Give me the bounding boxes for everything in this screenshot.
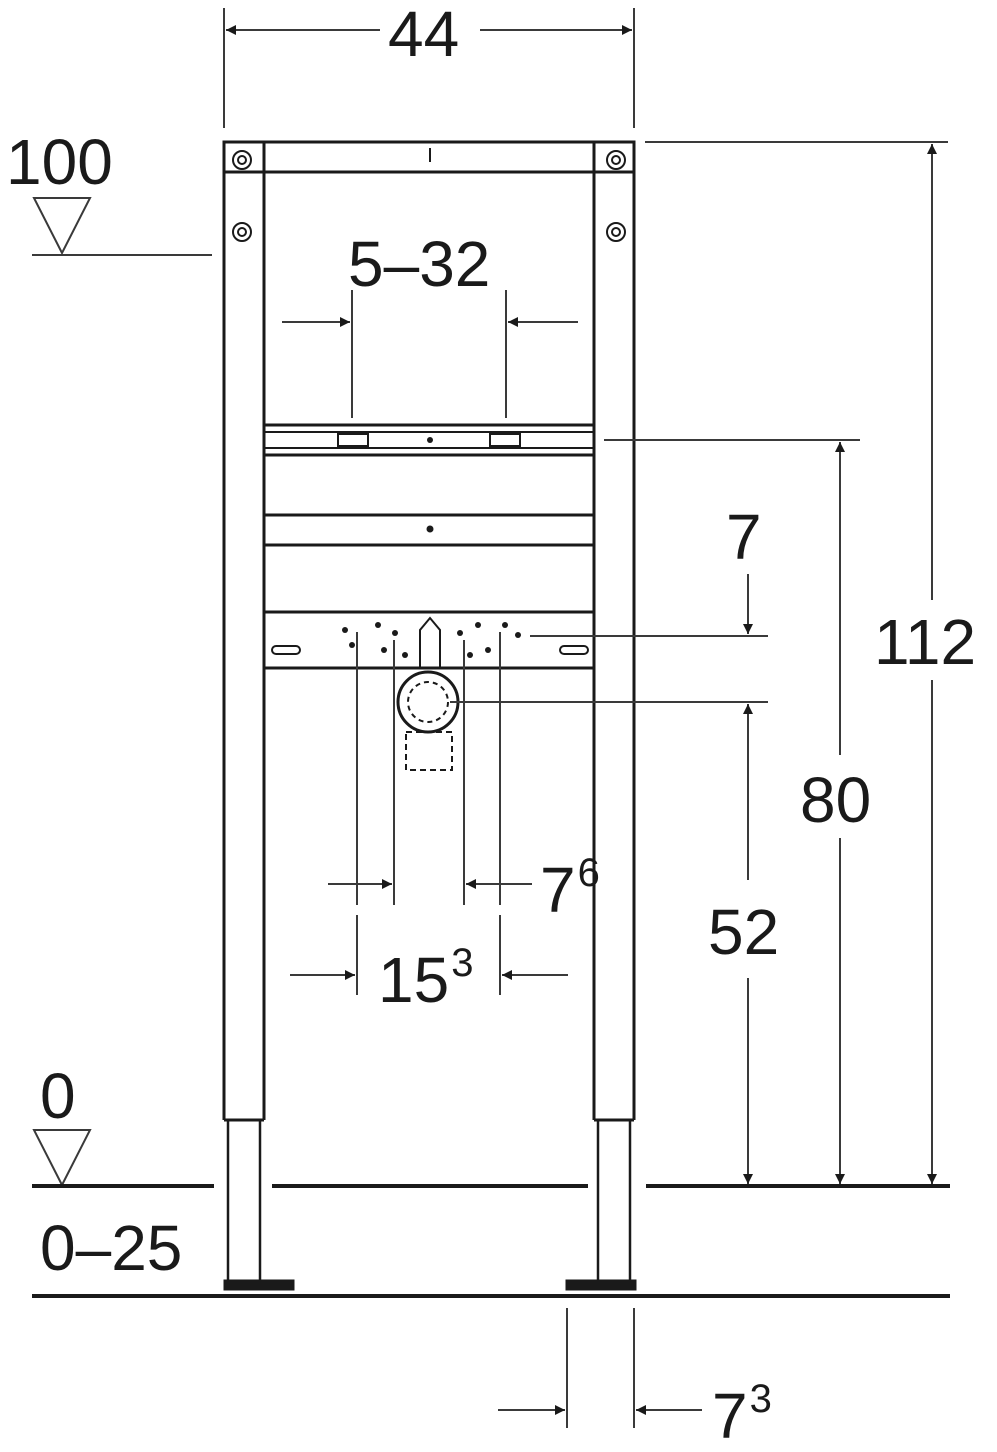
dim-supply-spacing-outer: 153: [378, 941, 474, 1016]
dim-frame-width: 44: [388, 0, 460, 70]
dim-foot-depth: 73: [712, 1377, 772, 1452]
dim-supply-spacing-inner: 76: [540, 851, 600, 926]
floor-lines: [32, 1184, 950, 1298]
frame: [222, 140, 637, 1291]
level-top-label: 100: [6, 126, 113, 198]
dim-drain-height: 52: [708, 896, 780, 968]
dim-crossbar-height: 80: [800, 764, 872, 836]
level-floor-label: 0: [40, 1060, 76, 1132]
dim-tap-spacing: 5–32: [348, 228, 491, 300]
dimension-lines: [32, 8, 948, 1428]
dim-total-height: 112: [874, 606, 977, 678]
supply-ports: [342, 622, 521, 658]
level-adjustment-label: 0–25: [40, 1212, 183, 1284]
dim-supply-offset: 7: [726, 501, 762, 573]
